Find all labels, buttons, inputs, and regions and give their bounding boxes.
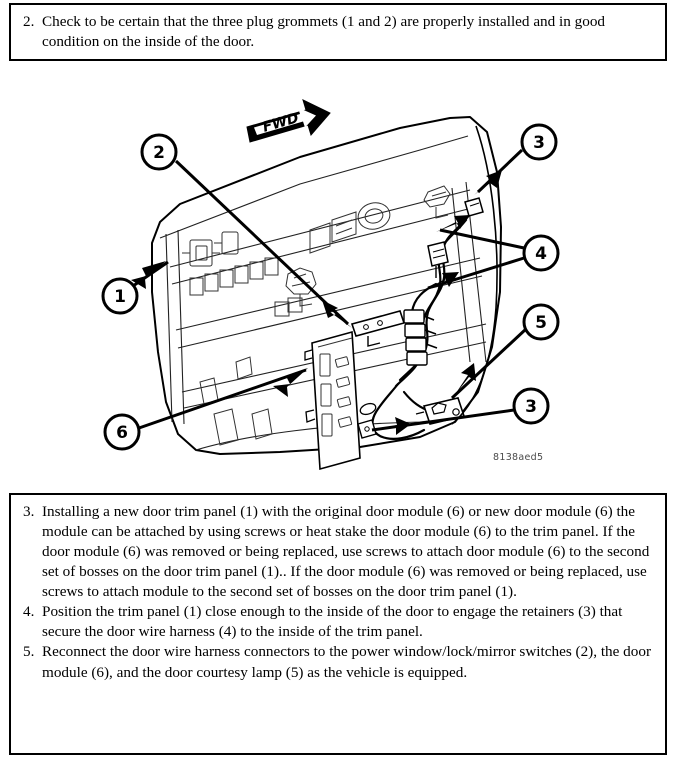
- figure-door-trim-panel: FWD: [0, 62, 676, 492]
- instruction-number: 2.: [23, 13, 35, 30]
- harness-bullet-connector: [359, 402, 377, 416]
- instruction-number: 3.: [23, 503, 35, 520]
- door-trim-panel-line-art: FWD: [101, 99, 560, 471]
- instruction-number: 5.: [23, 643, 35, 661]
- callout-2: 2: [140, 133, 178, 171]
- leader-line-5: [450, 327, 528, 400]
- instruction-number: 4.: [23, 603, 35, 621]
- callout-6-label: 6: [116, 423, 128, 443]
- callout-3-upper-label: 3: [533, 133, 545, 153]
- callout-5: 5: [522, 303, 560, 341]
- harness-clip-mid: [427, 241, 449, 278]
- instruction-text: Check to be certain that the three plug …: [42, 13, 606, 51]
- callout-bubbles: 1 2 3 4 5 3: [101, 123, 560, 451]
- clip-detail-upper-right: [423, 185, 451, 219]
- fwd-direction-arrow: FWD: [246, 99, 331, 143]
- door-panel-right-edge: [451, 125, 498, 425]
- callout-arrowheads: [131, 170, 502, 435]
- instruction-item: 4. Position the trim panel (1) close eno…: [21, 602, 655, 642]
- leader-line-4b: [427, 256, 525, 290]
- callout-1-label: 1: [114, 287, 126, 307]
- instruction-item: 2. Check to be certain that the three pl…: [21, 12, 655, 52]
- instruction-text: Installing a new door trim panel (1) wit…: [42, 503, 650, 601]
- door-module: [304, 330, 361, 471]
- leader-line-6: [138, 368, 307, 430]
- instruction-box-top: 2. Check to be certain that the three pl…: [9, 3, 667, 61]
- door-handle-cutout: [309, 202, 391, 254]
- callout-3-lower: 3: [512, 387, 550, 425]
- leader-line-2: [174, 159, 350, 326]
- callout-4: 4: [522, 234, 560, 272]
- callout-3-lower-label: 3: [525, 397, 537, 417]
- instruction-text: Position the trim panel (1) close enough…: [42, 603, 623, 641]
- instruction-list-top: 2. Check to be certain that the three pl…: [11, 5, 665, 56]
- leader-line-4a: [439, 228, 525, 250]
- instruction-item: 3. Installing a new door trim panel (1) …: [21, 502, 655, 602]
- callout-5-label: 5: [535, 313, 547, 333]
- callout-6: 6: [103, 413, 141, 451]
- instruction-list-bottom: 3. Installing a new door trim panel (1) …: [11, 495, 665, 687]
- grommet-cluster-upper-left: [182, 231, 279, 296]
- callout-1: 1: [101, 277, 139, 315]
- callout-2-label: 2: [153, 143, 165, 163]
- instruction-text: Reconnect the door wire harness connecto…: [42, 643, 652, 681]
- callout-4-label: 4: [535, 244, 547, 264]
- figure-code: 8138aed5: [493, 452, 544, 463]
- retainer-bracket-mid: [274, 267, 317, 317]
- harness-connector-stack: [403, 309, 438, 366]
- instruction-box-bottom: 3. Installing a new door trim panel (1) …: [9, 493, 667, 755]
- lower-panel-detail: [199, 356, 273, 446]
- instruction-item: 5. Reconnect the door wire harness conne…: [21, 642, 655, 682]
- harness-retainer-top: [464, 197, 484, 217]
- harness-retainer-lower: [357, 419, 377, 439]
- plug-grommet-switch-opening: [350, 310, 406, 347]
- callout-3-upper: 3: [520, 123, 558, 161]
